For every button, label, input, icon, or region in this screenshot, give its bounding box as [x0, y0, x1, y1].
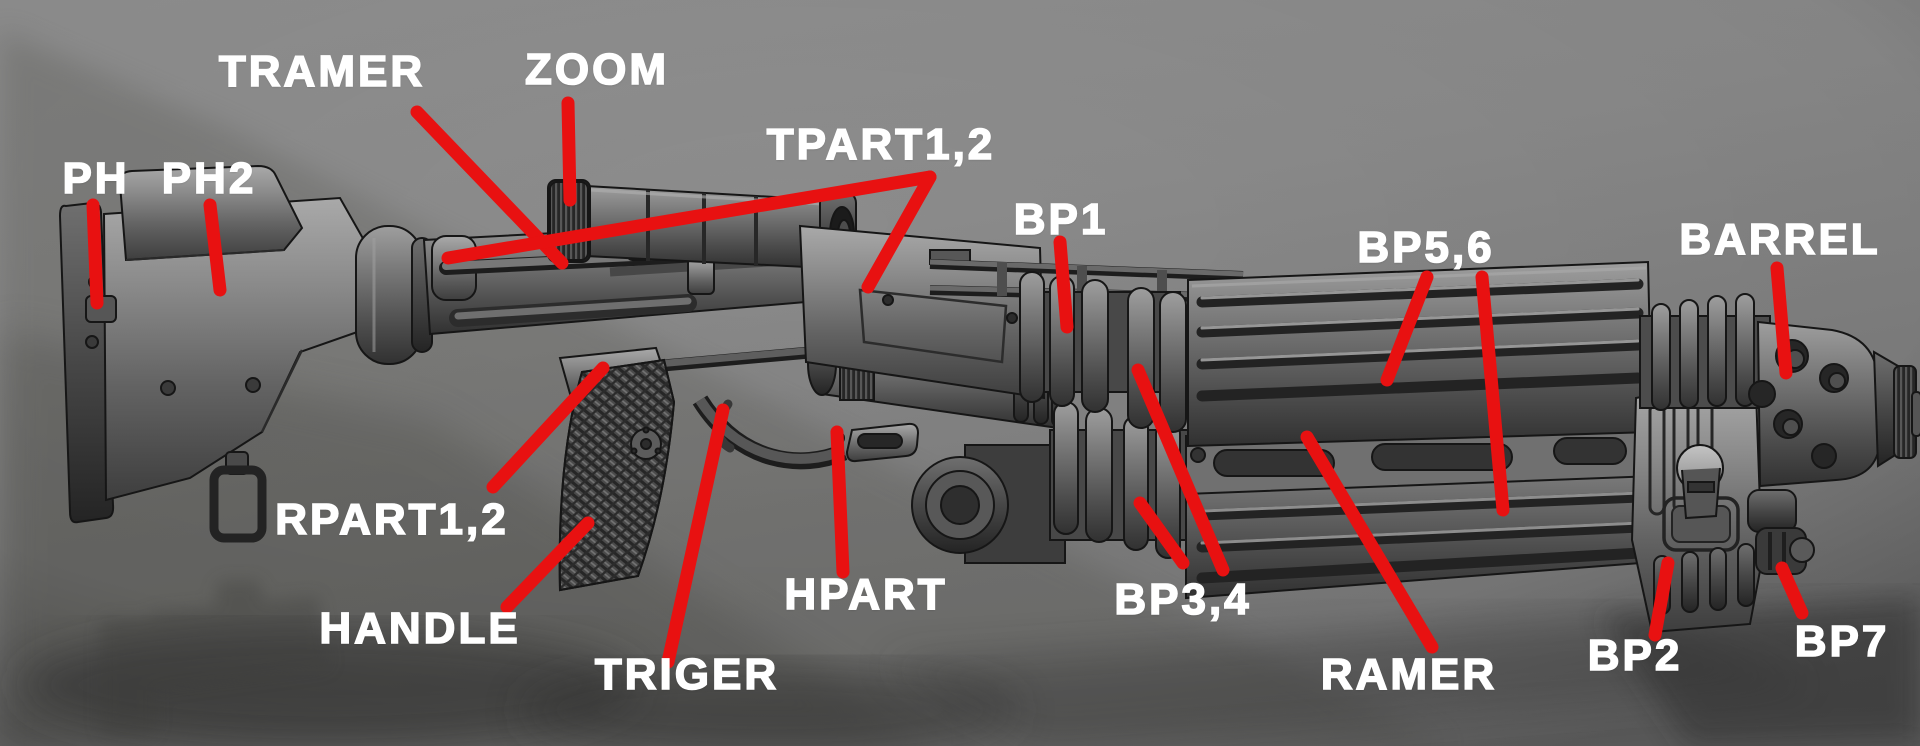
part-label-triger: TRIGER [594, 649, 780, 700]
upper-barrel-shroud [1187, 260, 1654, 448]
part-label-ph: PH [62, 153, 130, 204]
part-label-bp34: BP3,4 [1114, 574, 1252, 625]
part-label-rpart: RPART1,2 [274, 494, 509, 545]
part-label-bp2: BP2 [1587, 630, 1683, 681]
leader-line-bp34 [1133, 496, 1190, 570]
leader-line-bp56 [1380, 270, 1434, 387]
leader-line-bp2 [1648, 556, 1675, 642]
leader-line-tpart [441, 170, 937, 265]
lower-barrel-rear [911, 444, 1066, 564]
leader-line-rpart [486, 361, 610, 494]
muzzle-fins [1639, 293, 1771, 411]
stock-reflection [100, 580, 330, 736]
leader-line-tpart [861, 170, 937, 294]
part-label-bp1: BP1 [1013, 194, 1109, 245]
top-frame-rail [929, 259, 1244, 303]
pistol-grip [558, 358, 676, 592]
leader-line-triger [661, 403, 730, 669]
part-label-bp56: BP5,6 [1357, 222, 1495, 273]
leader-line-hpart [830, 425, 850, 579]
part-label-tpart: TPART1,2 [766, 119, 996, 170]
leader-line-bp56 [1475, 270, 1510, 517]
leader-line-ph2 [203, 198, 227, 297]
receiver-front [798, 224, 1244, 400]
leader-line-barrel [1770, 261, 1793, 380]
part-label-ramer: RAMER [1320, 649, 1498, 700]
part-label-ph2: PH2 [161, 153, 257, 204]
part-label-barrel: BARREL [1679, 214, 1881, 265]
front-clamp-ball [1676, 444, 1724, 520]
leader-line-ramer [1300, 430, 1439, 654]
leader-line-bp1 [1053, 235, 1074, 334]
ground-shadow [20, 580, 1920, 746]
stock-sling-loop [209, 451, 267, 543]
leader-line-ph [86, 198, 104, 310]
leader-line-zoom [561, 96, 577, 207]
leader-line-handle [500, 516, 595, 614]
part-label-bp7: BP7 [1794, 616, 1890, 667]
part-label-zoom: ZOOM [524, 44, 669, 95]
leader-line-bp34 [1131, 363, 1230, 577]
leader-line-bp7 [1775, 561, 1809, 620]
part-label-tramer: TRAMER [218, 46, 426, 97]
part-label-hpart: HPART [784, 569, 948, 620]
part-label-handle: HANDLE [319, 603, 521, 654]
